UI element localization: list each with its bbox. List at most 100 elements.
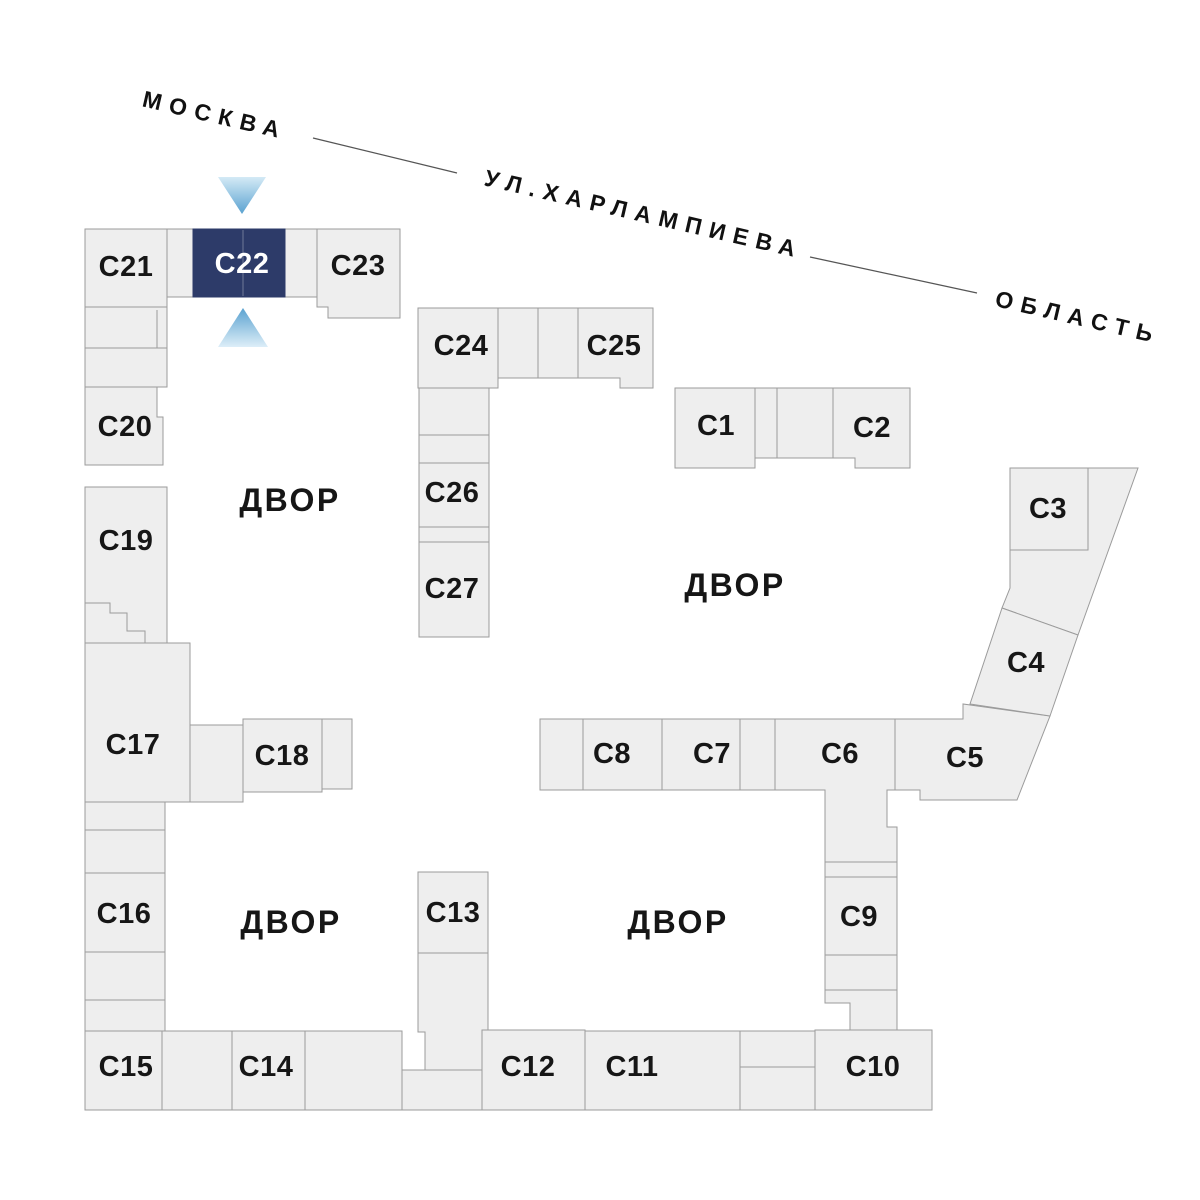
block-label: C21 (99, 251, 154, 283)
block-c8[interactable]: C8 (582, 718, 663, 791)
building-segment (739, 718, 776, 791)
building-segment (824, 989, 898, 1031)
block-label: C7 (693, 738, 731, 770)
courtyard-label-right: ДВОР (684, 567, 785, 603)
block-c3[interactable]: C3 (1009, 467, 1089, 551)
block-label: C12 (501, 1051, 556, 1083)
building-segment (418, 434, 490, 464)
block-c25[interactable]: C25 (577, 307, 654, 389)
block-c26[interactable]: C26 (418, 462, 490, 528)
building-segment (161, 1030, 233, 1111)
building-blocks: C21 C22 C23 C20 C19 C17 C18 C16 (84, 228, 1089, 1111)
building-segment (824, 861, 898, 878)
building-segment (417, 952, 489, 1071)
block-c10[interactable]: C10 (814, 1029, 933, 1111)
building-segment (84, 347, 168, 388)
block-c22-selected[interactable]: C22 (192, 228, 286, 298)
block-shape (584, 1030, 741, 1111)
block-c16[interactable]: C16 (84, 872, 166, 953)
block-shape (84, 1030, 163, 1111)
block-c2[interactable]: C2 (832, 387, 911, 469)
block-c1[interactable]: C1 (674, 387, 756, 469)
block-shape (84, 486, 168, 644)
block-shape (894, 703, 1051, 801)
block-c17[interactable]: C17 (84, 642, 191, 803)
building-segment (539, 718, 584, 791)
building-segment (497, 307, 539, 379)
building-segment (284, 228, 318, 298)
block-label: C4 (1007, 647, 1045, 679)
block-label: C19 (99, 525, 154, 557)
block-label: C24 (434, 330, 489, 362)
block-shape (192, 228, 286, 298)
street-callout-line (809, 256, 978, 294)
block-c20[interactable]: C20 (84, 386, 164, 466)
building-segment (739, 1030, 816, 1111)
block-c27[interactable]: C27 (418, 541, 490, 638)
block-c12[interactable]: C12 (481, 1029, 586, 1111)
building-segment (418, 526, 490, 543)
courtyard-label-bottom-right: ДВОР (627, 904, 728, 940)
block-c6[interactable]: C6 (774, 718, 898, 863)
block-label: C15 (99, 1051, 154, 1083)
courtyard-label-top-left: ДВОР (239, 482, 340, 518)
block-c21[interactable]: C21 (84, 228, 168, 308)
block-label: C26 (425, 477, 480, 509)
block-label: C11 (605, 1051, 658, 1083)
block-label: C23 (331, 250, 386, 282)
building-segment (84, 999, 166, 1032)
block-c19[interactable]: C19 (84, 486, 168, 644)
building-segment (401, 1069, 486, 1111)
block-label: C20 (98, 411, 153, 443)
block-label: C5 (946, 742, 984, 774)
block-label: C25 (587, 330, 642, 362)
building-segment (84, 801, 166, 831)
block-shape (84, 228, 168, 308)
block-shape (824, 876, 898, 956)
selected-block-arrow-down-icon (218, 177, 266, 214)
block-label: C8 (593, 738, 631, 770)
block-shape (242, 718, 323, 793)
building-segment (321, 718, 353, 790)
block-label: C27 (425, 573, 480, 605)
block-label: C17 (106, 729, 161, 761)
street-name-label: УЛ.ХАРЛАМПИЕВА (482, 165, 806, 264)
block-label: C6 (821, 738, 859, 770)
street-callout-line (312, 137, 458, 174)
block-c23[interactable]: C23 (316, 228, 401, 319)
block-shape (84, 642, 191, 803)
block-label: C13 (426, 897, 481, 929)
block-shape (661, 718, 741, 791)
block-shape (832, 387, 911, 469)
block-label: C18 (255, 740, 310, 772)
block-shape (1009, 467, 1089, 551)
block-c18[interactable]: C18 (242, 718, 323, 793)
building-segment (418, 387, 490, 436)
block-c24[interactable]: C24 (417, 307, 499, 389)
block-shape (417, 871, 489, 954)
building-segment (537, 307, 579, 379)
block-label: C2 (853, 412, 891, 444)
block-c5[interactable]: C5 (894, 703, 1051, 801)
block-label: C1 (697, 410, 735, 442)
block-shape (417, 307, 499, 389)
block-c14[interactable]: C14 (231, 1030, 306, 1111)
block-c4[interactable]: C4 (969, 607, 1079, 717)
block-c13[interactable]: C13 (417, 871, 489, 954)
building-segment (824, 954, 898, 991)
block-shape (418, 541, 490, 638)
building-segments (84, 228, 1139, 1111)
block-c7[interactable]: C7 (661, 718, 741, 791)
building-segment (84, 951, 166, 1001)
block-c9[interactable]: C9 (824, 876, 898, 956)
block-c15[interactable]: C15 (84, 1030, 163, 1111)
block-c11[interactable]: C11 (584, 1030, 741, 1111)
direction-label-moscow: МОСКВА (140, 86, 290, 145)
building-segment (84, 829, 166, 874)
block-shape (418, 462, 490, 528)
building-segment (166, 228, 194, 298)
block-shape (84, 872, 166, 953)
building-segment (84, 306, 168, 349)
